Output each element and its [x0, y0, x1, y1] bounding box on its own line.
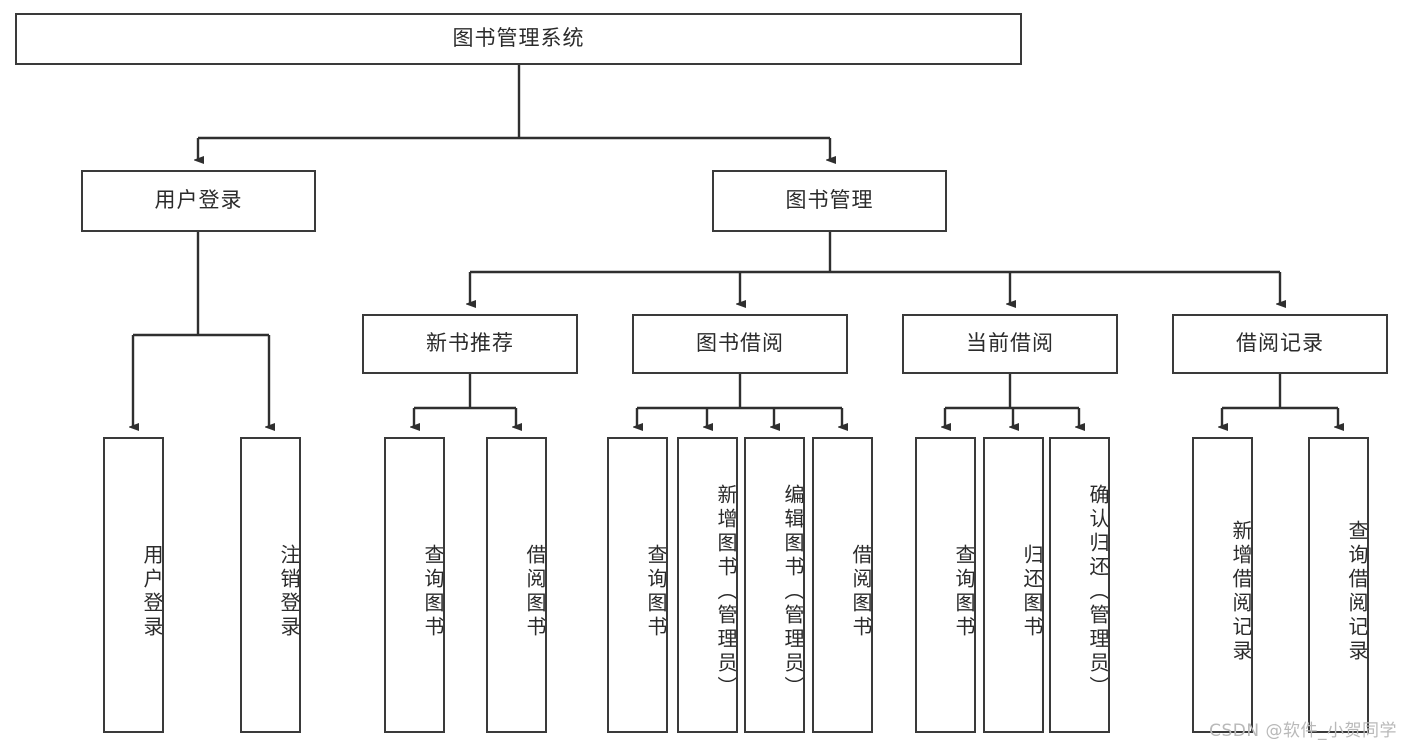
leaf-edit-book-admin[interactable]: 编辑图书（管理员） — [744, 437, 805, 733]
leaf-query-borrow-record[interactable]: 查询借阅记录 — [1308, 437, 1369, 733]
node-book-management[interactable]: 图书管理 — [712, 170, 947, 232]
node-current-borrow[interactable]: 当前借阅 — [902, 314, 1118, 374]
node-book-borrow[interactable]: 图书借阅 — [632, 314, 848, 374]
csdn-watermark: CSDN @软件_小贺同学 — [1209, 721, 1397, 741]
leaf-query-book-recommend[interactable]: 查询图书 — [384, 437, 445, 733]
node-new-book-recommend[interactable]: 新书推荐 — [362, 314, 578, 374]
leaf-borrow-book-recommend[interactable]: 借阅图书 — [486, 437, 547, 733]
leaf-add-borrow-record[interactable]: 新增借阅记录 — [1192, 437, 1253, 733]
node-root-system[interactable]: 图书管理系统 — [15, 13, 1022, 65]
leaf-user-login[interactable]: 用户登录 — [103, 437, 164, 733]
node-borrow-record[interactable]: 借阅记录 — [1172, 314, 1388, 374]
leaf-logout-login[interactable]: 注销登录 — [240, 437, 301, 733]
leaf-confirm-return-admin[interactable]: 确认归还（管理员） — [1049, 437, 1110, 733]
leaf-borrow-book[interactable]: 借阅图书 — [812, 437, 873, 733]
leaf-query-book-current[interactable]: 查询图书 — [915, 437, 976, 733]
node-user-login[interactable]: 用户登录 — [81, 170, 316, 232]
leaf-add-book-admin[interactable]: 新增图书（管理员） — [677, 437, 738, 733]
leaf-return-book[interactable]: 归还图书 — [983, 437, 1044, 733]
leaf-query-book-borrow[interactable]: 查询图书 — [607, 437, 668, 733]
